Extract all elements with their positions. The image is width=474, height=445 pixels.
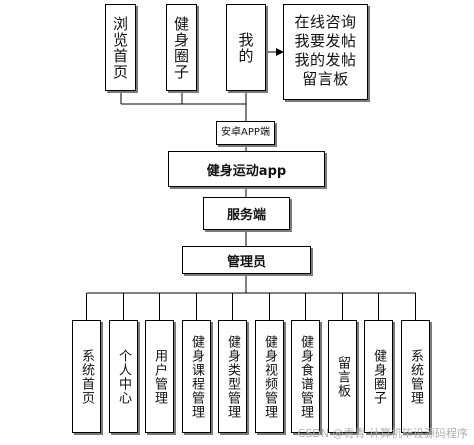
top-box-browse-home: 浏览首页	[105, 4, 136, 91]
module-label: 系统首页	[79, 348, 94, 405]
module-box: 健身类型管理	[218, 320, 247, 433]
module-box: 系统首页	[72, 320, 101, 433]
top-box-label: 健身圈子	[172, 15, 190, 80]
top-box-label: 浏览首页	[111, 15, 129, 80]
forum-box: 在线咨询我要发帖我的发帖留言板	[283, 4, 368, 100]
module-box: 健身视频管理	[255, 320, 284, 433]
forum-box-label: 在线咨询我要发帖我的发帖留言板	[294, 13, 357, 88]
module-box: 留言板	[328, 320, 357, 433]
server-label: 服务端	[226, 208, 266, 223]
top-box-fitness-circle: 健身圈子	[166, 4, 197, 91]
module-label: 健身课程管理	[189, 334, 204, 419]
android-app-label: 安卓APP端	[221, 127, 270, 139]
module-box: 个人中心	[109, 320, 138, 433]
module-box: 系统管理	[401, 320, 430, 433]
module-box: 健身圈子	[364, 320, 393, 433]
module-label: 个人中心	[116, 348, 131, 405]
module-box: 健身课程管理	[182, 320, 211, 433]
fitness-app-label: 健身运动app	[206, 163, 287, 179]
module-label: 健身食谱管理	[298, 334, 313, 419]
module-label: 健身视频管理	[262, 334, 277, 419]
fitness-app-box: 健身运动app	[168, 151, 325, 187]
admin-label: 管理员	[226, 254, 266, 270]
module-label: 留言板	[335, 355, 350, 398]
admin-box: 管理员	[182, 246, 311, 274]
watermark-text: CSDN @青青 计算机毕设源码程序	[297, 427, 468, 440]
server-box: 服务端	[203, 197, 290, 230]
module-label: 健身类型管理	[225, 334, 240, 419]
module-label: 健身圈子	[371, 348, 386, 405]
module-label: 系统管理	[408, 348, 423, 405]
module-box: 健身食谱管理	[291, 320, 320, 433]
module-label: 用户管理	[152, 348, 167, 405]
top-box-mine: 我的	[226, 4, 266, 91]
top-box-label: 我的	[236, 31, 255, 64]
module-box: 用户管理	[145, 320, 174, 433]
android-app-box: 安卓APP端	[216, 121, 275, 145]
